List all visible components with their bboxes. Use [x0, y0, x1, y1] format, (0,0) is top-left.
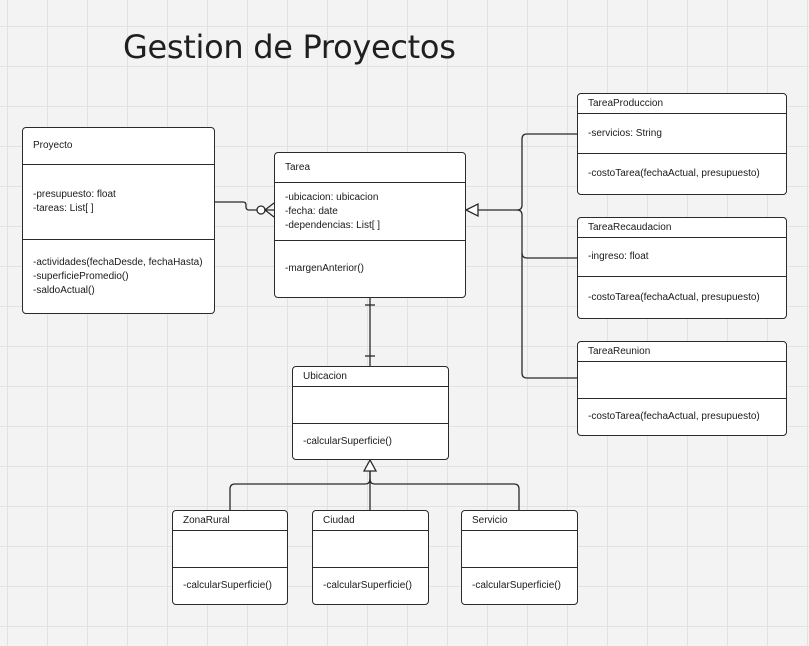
attribute: -fecha: date	[285, 205, 338, 217]
attributes-section	[293, 387, 448, 424]
methods-section: -calcularSuperficie()	[173, 568, 287, 604]
class-ciudad[interactable]: Ciudad -calcularSuperficie()	[312, 510, 429, 605]
class-name: TareaReunion	[578, 342, 786, 362]
attribute: -ingreso: float	[588, 251, 649, 262]
attributes-section: -servicios: String	[578, 114, 786, 154]
attributes-section: -ubicacion: ubicacion -fecha: date -depe…	[275, 183, 465, 241]
class-proyecto[interactable]: Proyecto -presupuesto: float -tareas: Li…	[22, 127, 215, 314]
attributes-section	[173, 531, 287, 568]
zonarural-generalization	[229, 471, 371, 511]
methods-section: -costoTarea(fechaActual, presupuesto)	[578, 154, 786, 194]
class-tarea[interactable]: Tarea -ubicacion: ubicacion -fecha: date…	[274, 152, 466, 298]
methods-section: -calcularSuperficie()	[313, 568, 428, 604]
method: -calcularSuperficie()	[183, 580, 272, 591]
class-name: TareaProduccion	[578, 94, 786, 114]
tareareunion-generalization	[521, 253, 577, 379]
class-ubicacion[interactable]: Ubicacion -calcularSuperficie()	[292, 366, 449, 460]
proyecto-tarea-connector	[214, 201, 261, 211]
attributes-section	[578, 362, 786, 399]
attribute: -tareas: List[ ]	[33, 203, 94, 214]
class-servicio[interactable]: Servicio -calcularSuperficie()	[461, 510, 578, 605]
servicio-generalization	[369, 478, 520, 511]
methods-section: -costoTarea(fechaActual, presupuesto)	[578, 277, 786, 318]
attributes-section	[462, 531, 577, 568]
methods-section: -calcularSuperficie()	[293, 424, 448, 459]
tarea-inheritance-arrow	[464, 202, 479, 218]
method: -costoTarea(fechaActual, presupuesto)	[588, 291, 760, 303]
class-name: TareaRecaudacion	[578, 218, 786, 238]
method: -saldoActual()	[33, 284, 95, 296]
method: -costoTarea(fechaActual, presupuesto)	[588, 411, 760, 422]
method: -margenAnterior()	[285, 263, 364, 274]
attributes-section: -presupuesto: float -tareas: List[ ]	[23, 165, 214, 240]
attribute: -servicios: String	[588, 127, 662, 139]
class-tareareunion[interactable]: TareaReunion -costoTarea(fechaActual, pr…	[577, 341, 787, 436]
tareaproduccion-generalization	[478, 133, 577, 211]
methods-section: -calcularSuperficie()	[462, 568, 577, 604]
attribute: -ubicacion: ubicacion	[285, 191, 379, 203]
class-name: Proyecto	[23, 128, 214, 165]
attribute: -dependencias: List[ ]	[285, 219, 381, 231]
methods-section: -margenAnterior()	[275, 241, 465, 297]
class-tarearecaudacion[interactable]: TareaRecaudacion -ingreso: float -costoT…	[577, 217, 787, 319]
method: -superficiePromedio()	[33, 270, 129, 282]
methods-section: -actividades(fechaDesde, fechaHasta) -su…	[23, 240, 214, 313]
tarearecaudacion-generalization	[516, 209, 577, 259]
class-zonarural[interactable]: ZonaRural -calcularSuperficie()	[172, 510, 288, 605]
diagram-title: Gestion de Proyectos	[123, 28, 456, 66]
method: -actividades(fechaDesde, fechaHasta)	[33, 256, 203, 268]
methods-section: -costoTarea(fechaActual, presupuesto)	[578, 399, 786, 435]
method: -calcularSuperficie()	[303, 435, 392, 447]
zero-many-circle	[256, 205, 266, 215]
class-name: Ciudad	[313, 511, 428, 531]
attributes-section: -ingreso: float	[578, 238, 786, 277]
class-name: Servicio	[462, 511, 577, 531]
attributes-section	[313, 531, 428, 568]
method: -costoTarea(fechaActual, presupuesto)	[588, 168, 760, 179]
crowfoot-marker	[263, 202, 275, 218]
ubicacion-inheritance-arrow	[362, 458, 378, 472]
class-name: ZonaRural	[173, 511, 287, 531]
method: -calcularSuperficie()	[472, 580, 561, 591]
class-name: Ubicacion	[293, 367, 448, 387]
method: -calcularSuperficie()	[323, 580, 412, 591]
class-tareaproduccion[interactable]: TareaProduccion -servicios: String -cost…	[577, 93, 787, 195]
class-name: Tarea	[275, 153, 465, 183]
attribute: -presupuesto: float	[33, 189, 116, 200]
